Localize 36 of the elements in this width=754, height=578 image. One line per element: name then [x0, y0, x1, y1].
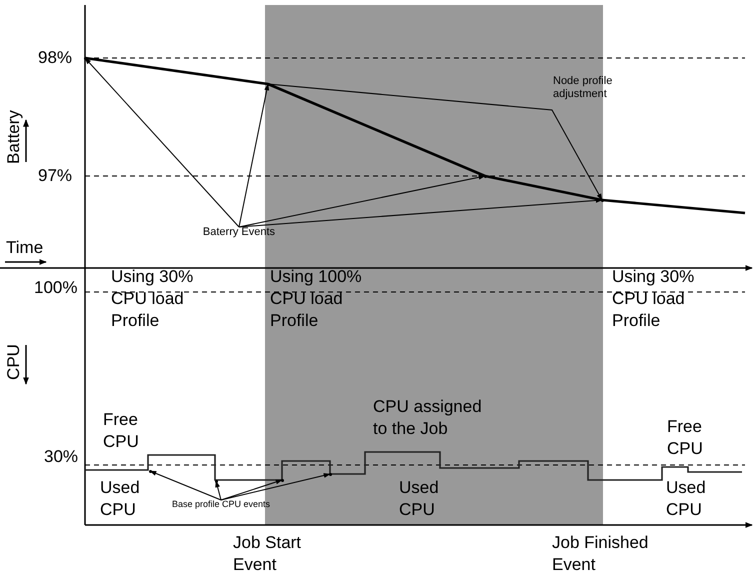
battery-level-line	[484, 174, 602, 202]
event-label: Job Start Event	[233, 532, 302, 576]
phase-label: Using 100% CPU load Profile	[270, 266, 363, 332]
axis-title: Time	[6, 237, 44, 259]
region-label: Used CPU	[100, 477, 141, 521]
region-label: Used CPU	[399, 477, 440, 521]
event-label: Baterry Events	[200, 227, 278, 241]
region-label: CPU assigned to the Job	[373, 396, 483, 440]
battery-level-line	[84, 56, 268, 86]
phase-label: Using 30% CPU load Profile	[612, 266, 696, 332]
arrow	[220, 480, 283, 500]
phase-label: Using 30% CPU load Profile	[111, 266, 194, 332]
axis-title: Battery	[3, 109, 24, 165]
arrow	[238, 174, 486, 228]
data-point	[214, 480, 218, 482]
region-label: Used CPU	[666, 477, 707, 521]
axis-tick-label: 97%	[38, 165, 72, 187]
region-label: Free CPU	[103, 409, 140, 453]
axis-tick-label: 100%	[34, 277, 78, 299]
arrow	[149, 470, 222, 500]
arrow	[84, 57, 240, 228]
arrow	[268, 84, 602, 201]
axis-tick-label: 98%	[38, 47, 72, 69]
event-label: Job Finished Event	[552, 532, 650, 576]
data-point	[280, 478, 284, 482]
arrow	[238, 83, 270, 228]
battery-level-line	[268, 82, 486, 178]
axis-tick-label: 30%	[44, 446, 78, 468]
axis-title: CPU	[3, 343, 24, 382]
battery-level-line	[602, 198, 746, 214]
region-label: Free CPU	[667, 416, 704, 460]
event-label: Base profile CPU events	[166, 500, 276, 512]
data-point	[148, 470, 152, 472]
arrow	[220, 473, 331, 500]
data-point	[328, 472, 332, 476]
arrow	[215, 480, 222, 500]
